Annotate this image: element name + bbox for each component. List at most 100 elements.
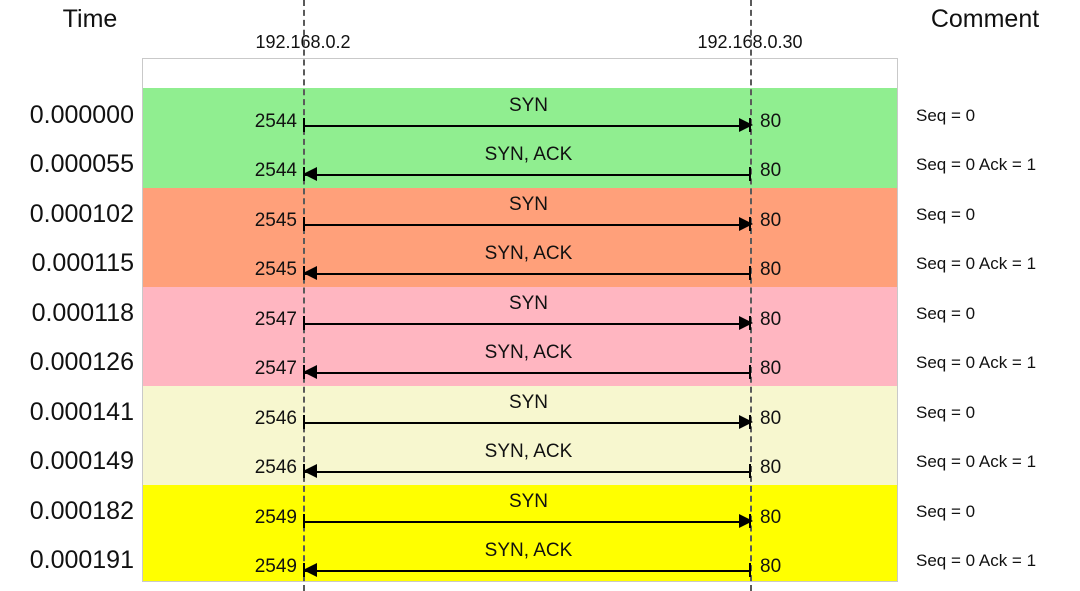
arrow-head-left: [303, 563, 317, 577]
message-arrow-line: [305, 570, 751, 572]
diagram-frame: [142, 58, 898, 582]
message-arrow-line: [305, 273, 751, 275]
arrow-tick-right: [749, 167, 751, 181]
conversation-band: [143, 386, 897, 485]
arrow-tick-right: [749, 464, 751, 478]
port-label-right: 80: [760, 111, 782, 132]
port-label-right: 80: [760, 408, 782, 429]
port-label-right: 80: [760, 259, 782, 280]
time-label: 0.000055: [29, 150, 134, 178]
message-label: SYN: [508, 194, 549, 215]
arrow-tick-right: [749, 266, 751, 280]
message-label: SYN, ACK: [484, 342, 573, 363]
comment-label: Seq = 0: [916, 205, 976, 224]
comment-label: Seq = 0 Ack = 1: [916, 155, 1037, 174]
port-label-right: 80: [760, 556, 782, 577]
arrow-head-right: [739, 217, 753, 231]
node-header-right: 192.168.0.30: [697, 32, 803, 52]
message-label: SYN, ACK: [484, 441, 573, 462]
message-row[interactable]: 0.000149 2546 80 SYN, ACK Seq = 0 Ack = 1: [0, 438, 1080, 487]
arrow-head-left: [303, 266, 317, 280]
frame-top-band: [143, 59, 897, 87]
time-label: 0.000115: [31, 249, 134, 277]
message-row[interactable]: 0.000055 2544 80 SYN, ACK Seq = 0 Ack = 1: [0, 141, 1080, 190]
arrow-tick-left: [303, 514, 305, 528]
message-row[interactable]: 0.000141 2546 80 SYN Seq = 0: [0, 389, 1080, 438]
comment-label: Seq = 0: [916, 304, 976, 323]
port-label-left: 2546: [254, 457, 297, 478]
port-label-left: 2545: [254, 259, 297, 280]
port-label-left: 2544: [254, 111, 297, 132]
column-header-time: Time: [62, 5, 118, 33]
arrow-tick-left: [303, 316, 305, 330]
time-label: 0.000149: [29, 447, 134, 475]
port-label-right: 80: [760, 507, 782, 528]
port-label-left: 2544: [254, 160, 297, 181]
conversation-band: [143, 188, 897, 287]
port-label-left: 2546: [254, 408, 297, 429]
time-label: 0.000118: [31, 299, 134, 327]
arrow-tick-left: [303, 217, 305, 231]
arrow-head-right: [739, 415, 753, 429]
comment-label: Seq = 0 Ack = 1: [916, 452, 1037, 471]
port-label-left: 2549: [254, 556, 297, 577]
conversation-band: [143, 485, 897, 581]
message-label: SYN, ACK: [484, 243, 573, 264]
arrow-head-left: [303, 167, 317, 181]
column-header-comment: Comment: [930, 5, 1040, 33]
message-row[interactable]: 0.000102 2545 80 SYN Seq = 0: [0, 191, 1080, 240]
message-label: SYN, ACK: [484, 144, 573, 165]
comment-label: Seq = 0 Ack = 1: [916, 551, 1037, 570]
port-label-right: 80: [760, 160, 782, 181]
comment-label: Seq = 0: [916, 106, 976, 125]
conversation-band: [143, 88, 897, 188]
port-label-left: 2549: [254, 507, 297, 528]
message-row[interactable]: 0.000000 2544 80 SYN Seq = 0: [0, 92, 1080, 141]
comment-label: Seq = 0: [916, 502, 976, 521]
message-label: SYN: [508, 392, 549, 413]
message-arrow-line: [305, 323, 751, 325]
time-label: 0.000126: [29, 348, 134, 376]
message-label: SYN: [508, 491, 549, 512]
lifeline-right: [750, 0, 752, 591]
port-label-right: 80: [760, 457, 782, 478]
arrow-head-left: [303, 464, 317, 478]
message-arrow-line: [305, 372, 751, 374]
message-arrow-line: [305, 422, 751, 424]
arrow-head-right: [739, 118, 753, 132]
port-label-right: 80: [760, 210, 782, 231]
time-label: 0.000141: [29, 398, 134, 426]
message-arrow-line: [305, 224, 751, 226]
arrow-head-left: [303, 365, 317, 379]
port-label-right: 80: [760, 358, 782, 379]
message-row[interactable]: 0.000115 2545 80 SYN, ACK Seq = 0 Ack = 1: [0, 240, 1080, 289]
arrow-head-right: [739, 316, 753, 330]
message-arrow-line: [305, 174, 751, 176]
port-label-left: 2545: [254, 210, 297, 231]
message-label: SYN: [508, 95, 549, 116]
port-label-left: 2547: [254, 309, 297, 330]
arrow-tick-left: [303, 118, 305, 132]
lifeline-left: [303, 0, 305, 591]
conversation-band: [143, 287, 897, 386]
arrow-head-right: [739, 514, 753, 528]
time-label: 0.000191: [29, 546, 134, 574]
time-label: 0.000102: [29, 200, 134, 228]
message-arrow-line: [305, 521, 751, 523]
message-row[interactable]: 0.000126 2547 80 SYN, ACK Seq = 0 Ack = 1: [0, 339, 1080, 388]
message-arrow-line: [305, 471, 751, 473]
message-row[interactable]: 0.000182 2549 80 SYN Seq = 0: [0, 488, 1080, 537]
time-label: 0.000000: [29, 101, 134, 129]
message-arrow-line: [305, 125, 751, 127]
comment-label: Seq = 0 Ack = 1: [916, 353, 1037, 372]
port-label-right: 80: [760, 309, 782, 330]
comment-label: Seq = 0: [916, 403, 976, 422]
arrow-tick-left: [303, 415, 305, 429]
comment-label: Seq = 0 Ack = 1: [916, 254, 1037, 273]
arrow-tick-right: [749, 365, 751, 379]
time-label: 0.000182: [29, 497, 134, 525]
port-label-left: 2547: [254, 358, 297, 379]
